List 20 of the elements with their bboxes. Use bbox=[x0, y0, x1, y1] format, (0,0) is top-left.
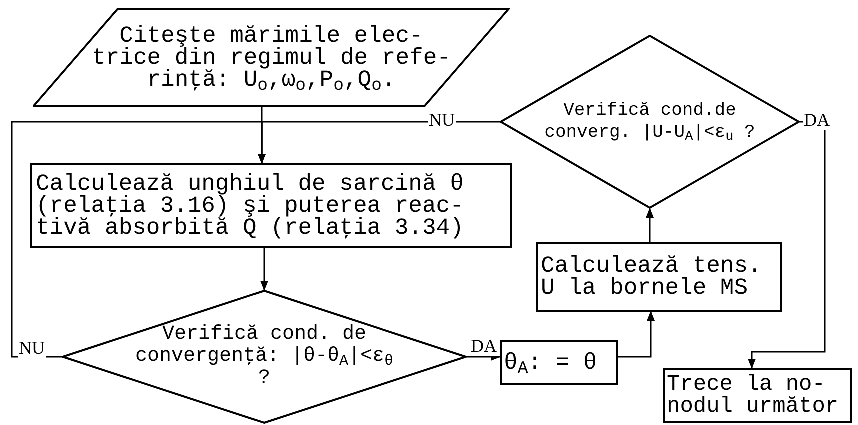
node-text: Verifică cond.de converg. |U-U$_{A}$|<ε$_{u}$ ? bbox=[544, 100, 756, 144]
node-text: Calculează unghiul de sarcină θ (relaţia 3.16) şi puterea reac- tivă absorbită Q (relaţia 3.34) bbox=[36, 172, 465, 238]
arrow bbox=[258, 121, 500, 164]
arrow bbox=[467, 353, 501, 361]
arrow bbox=[748, 121, 826, 369]
node-text: Verifică cond. de convergenţă: |θ-θ$_{A}$|<ε$_{θ}$ ? bbox=[134, 324, 395, 390]
arrow bbox=[646, 208, 654, 242]
node-text: θ$_{A}$: = θ bbox=[504, 352, 598, 374]
decision-diamond bbox=[500, 35, 800, 209]
node-text: Trece la no- nodul următor bbox=[667, 374, 840, 418]
arrow bbox=[260, 248, 268, 291]
node-text: Calculează tens. U la bornele MS bbox=[541, 255, 763, 299]
node-text: Citeşte mărimile elec- trice din regimul de refe- rinţă: U$_{o}$,ω$_{o}$,P$_{o}$,Q$_{o}$. bbox=[91, 24, 452, 90]
decision-diamond bbox=[62, 290, 467, 424]
process-box bbox=[663, 368, 852, 423]
input-parallelogram bbox=[33, 8, 510, 107]
process-box bbox=[30, 163, 512, 248]
arrow bbox=[618, 311, 655, 358]
process-box bbox=[536, 242, 782, 312]
process-box bbox=[500, 340, 618, 385]
